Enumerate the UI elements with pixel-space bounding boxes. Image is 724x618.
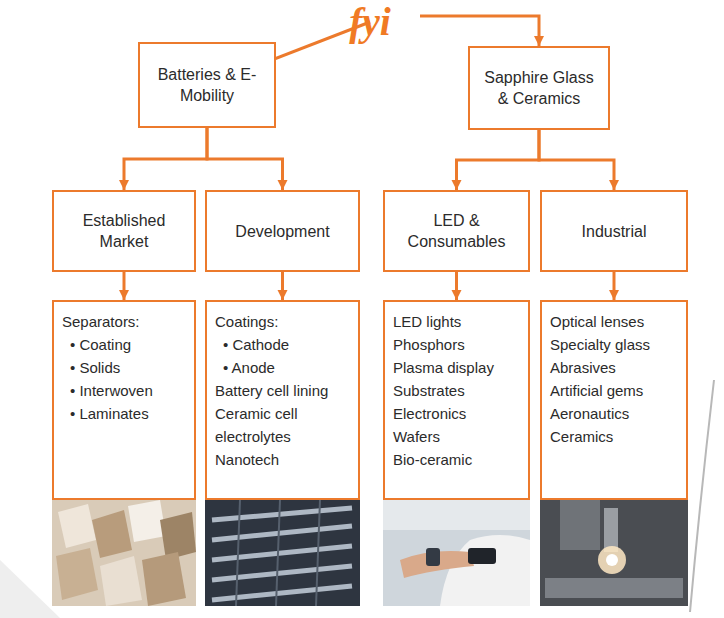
list-item: Abrasives (550, 356, 680, 379)
connector-arrow (281, 272, 284, 300)
list-box: Optical lensesSpecialty glassAbrasivesAr… (540, 300, 688, 500)
list-item: Ceramics (550, 425, 680, 448)
connector-arrow (124, 128, 207, 190)
watch-photo (383, 500, 530, 606)
connector-arrow (613, 272, 616, 300)
box-label: Sapphire Glass & Ceramics (478, 67, 600, 109)
list-item: Artificial gems (550, 379, 680, 402)
list-item: Separators: (62, 310, 188, 333)
list-item: Optical lenses (550, 310, 680, 333)
segment-box: Established Market (52, 190, 196, 272)
list-item: Ceramic cell electrolytes (215, 402, 352, 448)
box-label: Development (235, 221, 329, 242)
list-item: • Coating (62, 333, 188, 356)
list-item: Plasma display (393, 356, 522, 379)
connector-arrow (420, 16, 539, 46)
list-item: • Laminates (62, 402, 188, 425)
industrial-photo (540, 500, 688, 606)
separator-photo (52, 500, 196, 606)
background-shade (0, 560, 60, 618)
segment-box: Development (205, 190, 360, 272)
connector-arrow (123, 272, 126, 300)
grey-curve (690, 380, 714, 612)
logo: fyi (320, 0, 420, 44)
list-item: Specialty glass (550, 333, 680, 356)
list-item: Bio-ceramic (393, 448, 522, 471)
list-box: Separators:• Coating• Solids• Interwoven… (52, 300, 196, 500)
list-item: Wafers (393, 425, 522, 448)
list-box: LED lightsPhosphorsPlasma displaySubstra… (383, 300, 530, 500)
category-box: Sapphire Glass & Ceramics (468, 46, 610, 130)
list-item: Phosphors (393, 333, 522, 356)
category-box: Batteries & E-Mobility (138, 42, 276, 128)
list-box: Coatings:• Cathode• AnodeBattery cell li… (205, 300, 360, 500)
list-item: • Anode (215, 356, 352, 379)
list-item: Substrates (393, 379, 522, 402)
segment-box: Industrial (540, 190, 688, 272)
list-item: Nanotech (215, 448, 352, 471)
box-label: Industrial (582, 221, 647, 242)
connector-arrow (457, 130, 540, 190)
box-label: Batteries & E-Mobility (148, 64, 266, 106)
segment-box: LED & Consumables (383, 190, 530, 272)
list-item: Aeronautics (550, 402, 680, 425)
list-item: Battery cell lining (215, 379, 352, 402)
connector-arrow (539, 130, 614, 190)
connector-arrow (207, 128, 283, 190)
logo-text: fyi (349, 0, 391, 44)
list-item: Coatings: (215, 310, 352, 333)
list-item: Electronics (393, 402, 522, 425)
box-label: LED & Consumables (393, 210, 520, 252)
box-label: Established Market (62, 210, 186, 252)
list-item: • Solids (62, 356, 188, 379)
list-item: LED lights (393, 310, 522, 333)
list-item: • Cathode (215, 333, 352, 356)
connector-arrow (455, 272, 458, 300)
battery-photo (205, 500, 360, 606)
list-item: • Interwoven (62, 379, 188, 402)
